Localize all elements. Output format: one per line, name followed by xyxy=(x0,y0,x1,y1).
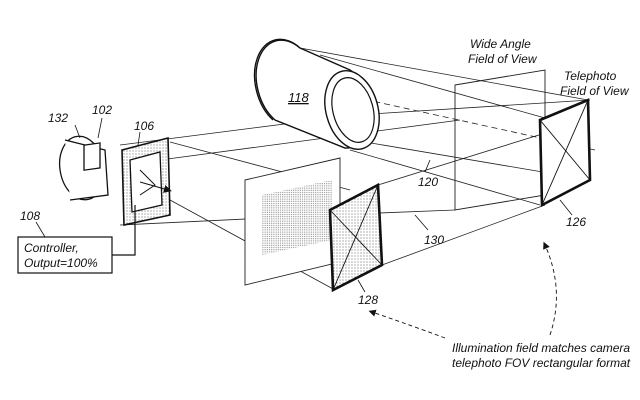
leader-106 xyxy=(137,131,141,146)
leader-128 xyxy=(357,279,366,293)
controller-text-line1: Controller, xyxy=(24,241,79,255)
label-130: 130 xyxy=(424,233,444,247)
caption-line2: telephoto FOV rectangular format xyxy=(452,356,631,370)
leader-108 xyxy=(35,221,46,238)
telephoto-line2: Field of View xyxy=(560,84,630,98)
leader-130 xyxy=(414,214,429,231)
leader-126 xyxy=(559,199,573,216)
illuminated-target-128 xyxy=(328,182,384,293)
label-120: 120 xyxy=(418,175,438,189)
wide-angle-line1: Wide Angle xyxy=(470,37,531,51)
caption-arrow-to-126 xyxy=(543,241,557,336)
label-102: 102 xyxy=(92,103,112,117)
light-source-102 xyxy=(58,135,109,201)
diffuser-106 xyxy=(121,136,172,226)
wide-angle-line2: Field of View xyxy=(468,52,538,66)
label-108: 108 xyxy=(20,209,40,223)
controller-text-line2: Output=100% xyxy=(24,256,98,270)
label-126: 126 xyxy=(566,215,586,229)
label-118: 118 xyxy=(288,90,309,105)
controller-box-108 xyxy=(17,236,113,274)
illumination-pattern-area xyxy=(262,180,332,255)
label-128: 128 xyxy=(358,293,378,307)
wide-angle-fov-plane xyxy=(454,69,546,211)
leader-120 xyxy=(424,159,431,173)
telephoto-fov-frame xyxy=(538,98,592,208)
label-106: 106 xyxy=(134,119,154,133)
telephoto-line1: Telephoto xyxy=(564,69,617,83)
leader-132 xyxy=(74,124,81,139)
leader-102 xyxy=(97,117,103,139)
controller-connector xyxy=(112,205,136,256)
caption-arrow-to-128 xyxy=(368,309,446,339)
lens-cylinder-118 xyxy=(253,38,380,150)
label-132: 132 xyxy=(48,111,68,125)
caption-line1: Illumination field matches camera xyxy=(452,341,630,355)
